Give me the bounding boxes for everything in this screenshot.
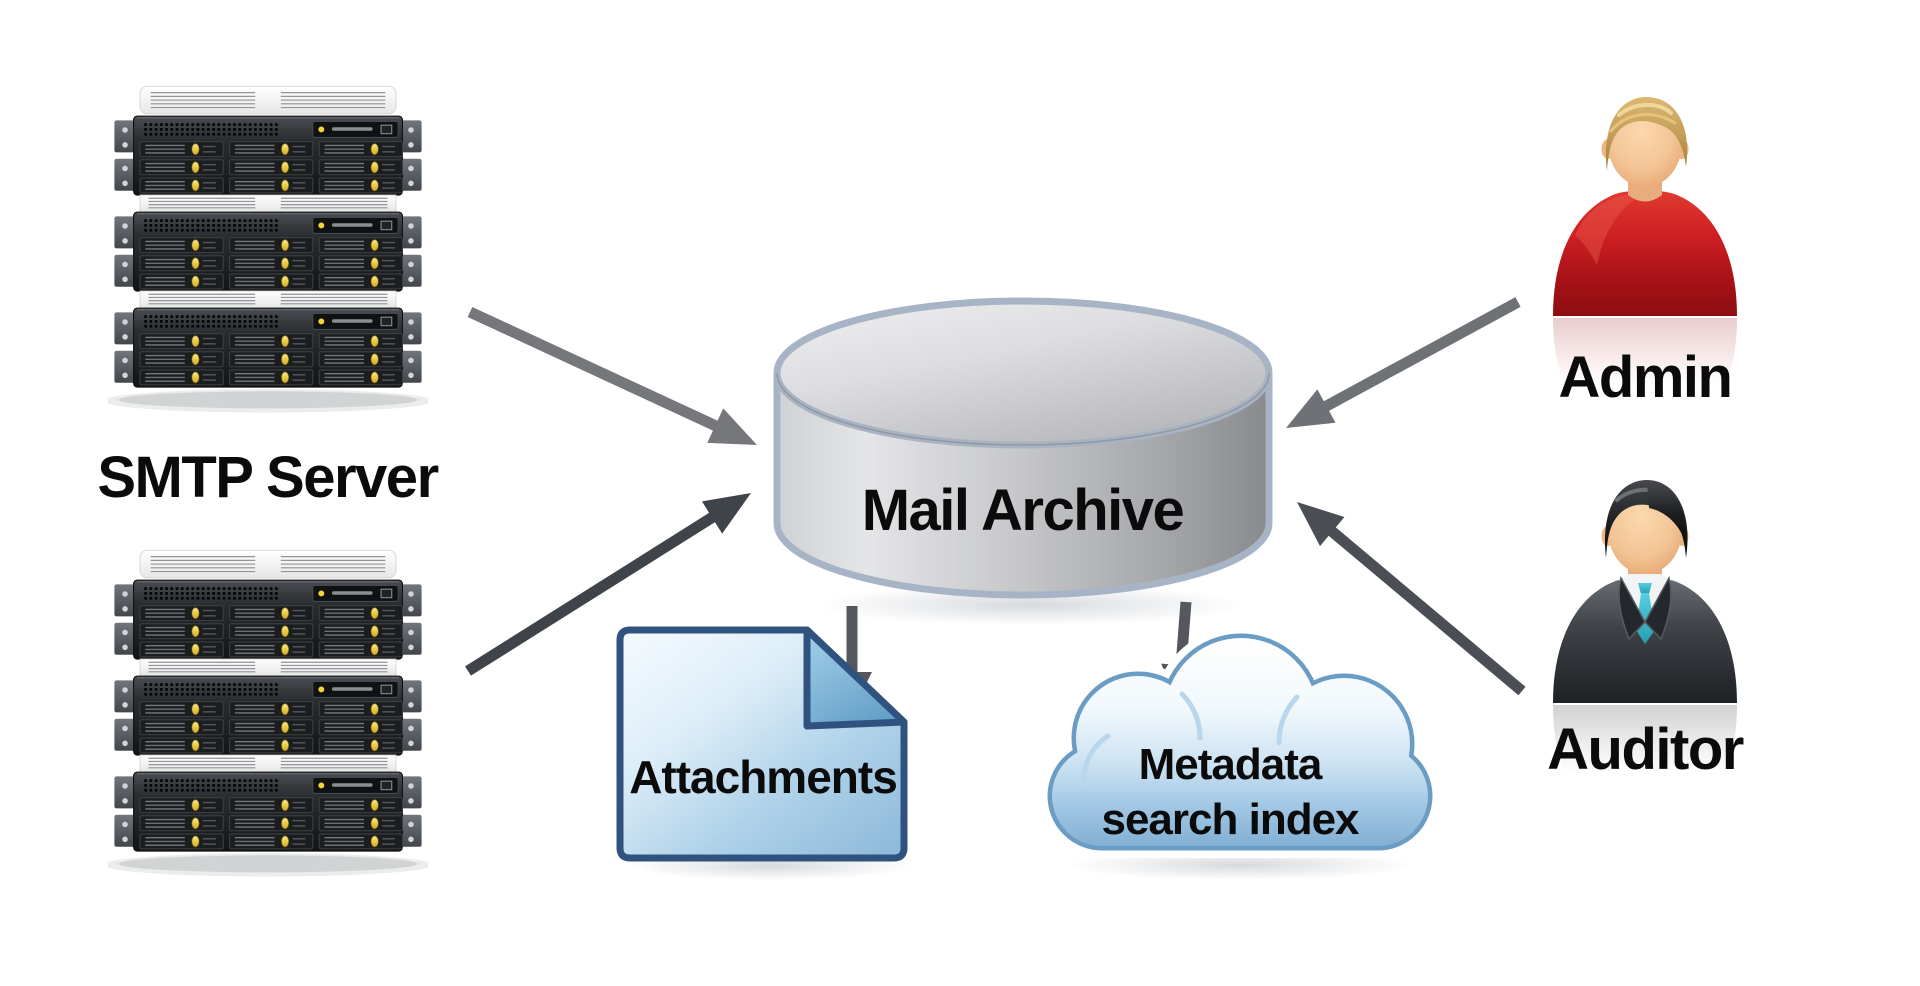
mail-archive-node xyxy=(770,295,1275,605)
edge-arrow-smtp_server-to-mail_archive-top xyxy=(467,307,757,445)
attachments-label: Attachments xyxy=(629,751,898,803)
metadata-index-node xyxy=(1038,624,1442,868)
cloud-icon xyxy=(1040,626,1440,858)
edge-arrow-smtp_server-to-mail_archive-bottom xyxy=(465,493,751,676)
document-folded-corner-icon xyxy=(616,626,908,862)
admin-user-icon xyxy=(1553,97,1737,316)
database-cylinder-icon xyxy=(773,297,1273,599)
auditor-node xyxy=(1545,472,1745,928)
attachments-node xyxy=(612,622,922,867)
metadata-index-label: Metadata search index xyxy=(1028,737,1432,847)
metadata-index-label-line1: Metadata xyxy=(1138,740,1323,789)
metadata-index-label-line2: search index xyxy=(1101,795,1359,844)
auditor-user-icon xyxy=(1553,480,1737,703)
smtp-server-label: SMTP Server xyxy=(97,445,439,510)
admin-node xyxy=(1545,85,1745,537)
admin-label: Admin xyxy=(1558,345,1733,410)
auditor-label: Auditor xyxy=(1547,717,1744,782)
edge-arrow-auditor-to-mail_archive xyxy=(1297,502,1526,696)
mail-archive-label: Mail Archive xyxy=(861,478,1185,543)
edge-arrow-admin-to-mail_archive xyxy=(1286,297,1521,428)
